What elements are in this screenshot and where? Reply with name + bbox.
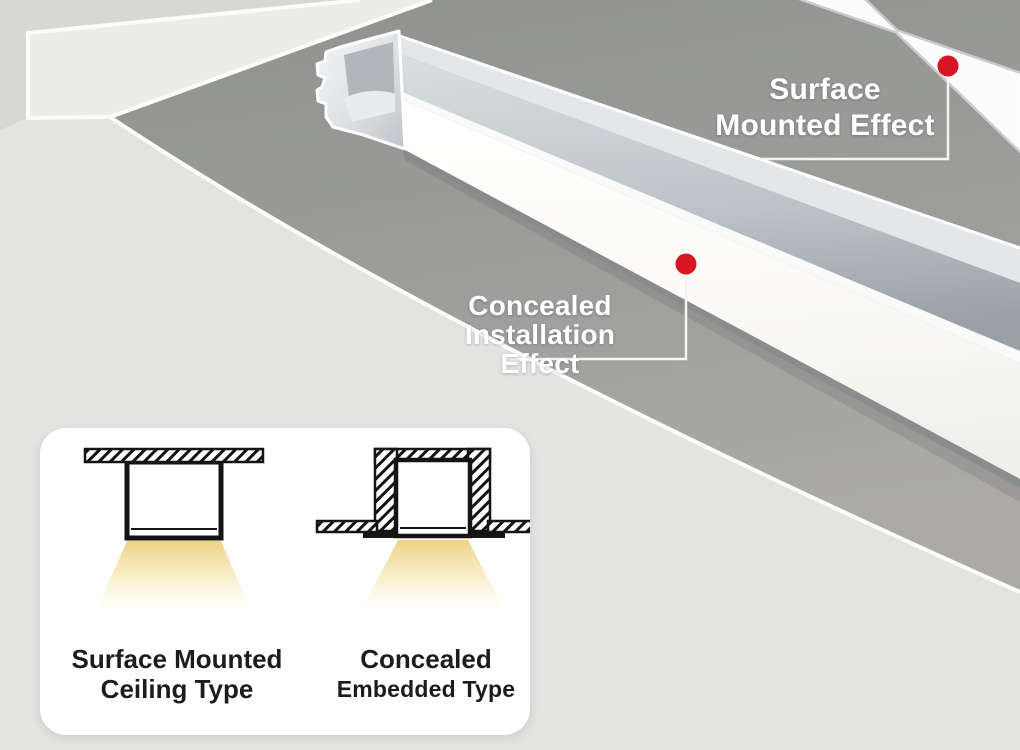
slab-underside bbox=[110, 0, 1020, 592]
surface-mounted-label-line1: Surface bbox=[769, 73, 881, 106]
surface-mounted-caption: Surface Mounted Ceiling Type bbox=[52, 644, 302, 704]
strip-diffuser bbox=[401, 99, 1020, 479]
concealed-embedded-diagram-icon bbox=[315, 447, 530, 613]
mounting-types-card: Surface Mounted Ceiling Type Concealed E… bbox=[40, 428, 530, 735]
concealed-embedded-caption-line2: Embedded Type bbox=[336, 676, 516, 702]
surface-mounted-diagram-icon bbox=[83, 447, 265, 613]
slab-far-edge-line bbox=[109, 0, 433, 119]
slab-side-face bbox=[28, 0, 432, 118]
slab-side-face-edge bbox=[26, 0, 361, 120]
surface-mounted-label: Surface Mounted Effect bbox=[660, 72, 990, 144]
concealed-callout-line bbox=[507, 276, 688, 361]
surface-mounted-strip bbox=[799, 0, 1020, 154]
concealed-light-beam bbox=[360, 540, 506, 613]
concealed-ceiling-hatch-left bbox=[315, 519, 379, 534]
cross-section-cavity-reflection bbox=[344, 90, 395, 122]
concealed-strip bbox=[393, 32, 1020, 502]
surface-strip-diffuser bbox=[799, 0, 1020, 154]
strip-lens-highlight bbox=[400, 91, 1020, 363]
surface-callout-line bbox=[759, 78, 950, 161]
surface-mounted-caption-line2: Ceiling Type bbox=[100, 674, 254, 704]
strip-bottom-edge bbox=[403, 149, 1020, 488]
strip-drop-shadow bbox=[403, 154, 1020, 502]
concealed-ceiling-hatch-right bbox=[486, 519, 530, 534]
concealed-installation-label-line1: Concealed Installation bbox=[464, 290, 616, 350]
strip-top-highlight bbox=[393, 32, 1020, 250]
profile-cross-section bbox=[315, 29, 407, 151]
concealed-profile-box bbox=[393, 457, 473, 539]
concealed-marker-dot-icon bbox=[675, 253, 697, 275]
strip-top-wall bbox=[394, 34, 1020, 283]
mounting-diagrams bbox=[83, 447, 530, 613]
strip-aluminum-side bbox=[397, 53, 1020, 351]
surface-mounted-caption-line1: Surface Mounted bbox=[71, 644, 283, 674]
surface-marker-dot-icon bbox=[937, 55, 959, 77]
slab-near-edge-line bbox=[108, 115, 1020, 594]
surface-ceiling-hatch bbox=[83, 447, 265, 464]
surface-profile-box bbox=[124, 459, 224, 541]
concealed-installation-label: Concealed Installation Effect bbox=[390, 291, 690, 378]
concealed-left-wall-hatch bbox=[373, 447, 399, 533]
concealed-embedded-caption-line1: Concealed bbox=[360, 644, 492, 674]
surface-light-beam bbox=[95, 541, 252, 613]
concealed-embedded-caption: Concealed Embedded Type bbox=[301, 644, 551, 704]
surface-mounted-label-line2: Mounted Effect bbox=[715, 109, 935, 142]
concealed-installation-label-line2: Effect bbox=[500, 348, 580, 379]
